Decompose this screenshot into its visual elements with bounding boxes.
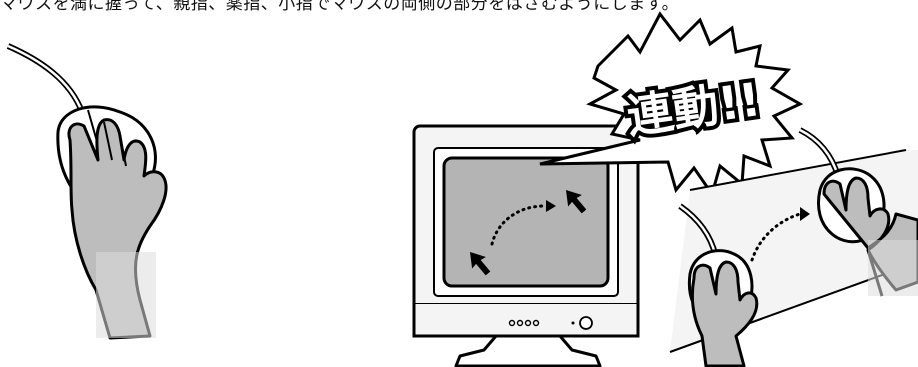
monitor-stand	[456, 336, 600, 366]
monitor-screen	[444, 158, 608, 286]
left-hand-mouse	[8, 46, 166, 338]
left-mouse-cable	[8, 46, 82, 112]
